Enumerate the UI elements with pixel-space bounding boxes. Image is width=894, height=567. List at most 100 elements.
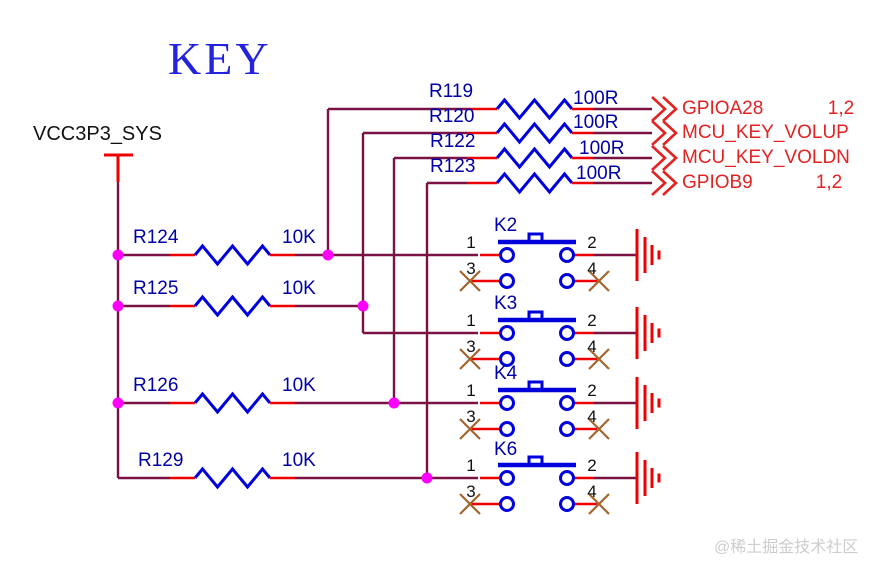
net-label: GPIOB9 [682, 172, 753, 193]
switch-k4 [459, 377, 661, 440]
resistor-ref: R120 [429, 106, 475, 127]
button-plunger [527, 310, 544, 318]
net-label: MCU_KEY_VOLDN [682, 147, 850, 168]
resistor-ref: R124 [133, 227, 179, 248]
no-connect-icon [459, 418, 481, 440]
pin-number: 3 [466, 337, 476, 356]
sheet-ref: 1,2 [815, 172, 843, 193]
resistor-value: 10K [282, 450, 316, 471]
contact [499, 496, 515, 512]
no-connect-icon [588, 348, 610, 370]
sheet-ref: 1,2 [827, 98, 855, 119]
resistor-value: 10K [282, 227, 316, 248]
resistor-value: 100R [579, 138, 625, 159]
contact [559, 325, 575, 341]
pin-number: 1 [466, 311, 476, 330]
power-symbol [104, 153, 133, 182]
page-title: KEY [168, 33, 272, 84]
pin-number: 2 [587, 381, 597, 400]
switch-ref: K2 [494, 215, 518, 236]
offsheet-connector-icon [651, 145, 678, 171]
junction-dot [322, 249, 334, 261]
pin-number: 4 [587, 259, 597, 278]
resistor-ref: R119 [429, 81, 474, 102]
resistor-ref: R126 [133, 375, 179, 396]
junction-dot [112, 397, 124, 409]
contact [559, 395, 575, 411]
contact [499, 470, 515, 486]
resistor-icon [193, 243, 272, 267]
junction-dot [112, 249, 124, 261]
resistor-value: 10K [282, 375, 316, 396]
resistor-icon [193, 391, 272, 415]
resistor-r122 [394, 145, 678, 171]
ground-icon [635, 452, 661, 504]
offsheet-connector-icon [651, 120, 678, 146]
resistor-r129 [118, 466, 427, 490]
contact [559, 247, 575, 263]
resistor-icon [495, 171, 574, 195]
offsheet-connector-icon [651, 96, 678, 122]
resistor-r119 [328, 96, 678, 122]
pin-number: 3 [466, 482, 476, 501]
junction-dot [388, 397, 400, 409]
contact [499, 273, 515, 289]
pin-number: 1 [466, 456, 476, 475]
resistor-ref: R129 [138, 450, 184, 471]
contact [499, 421, 515, 437]
resistor-r123 [427, 170, 678, 196]
pin-number: 4 [587, 337, 597, 356]
net-label: MCU_KEY_VOLUP [682, 122, 849, 143]
contact [559, 421, 575, 437]
switch-k6 [459, 452, 661, 515]
resistor-icon [193, 294, 272, 318]
button-plunger [527, 455, 544, 463]
no-connect-icon [588, 418, 610, 440]
ground-icon [635, 229, 661, 281]
resistor-ref: R122 [430, 131, 476, 152]
resistor-icon [193, 466, 272, 490]
resistor-value: 100R [573, 88, 619, 109]
net-label: GPIOA28 [682, 98, 764, 119]
switch-ref: K6 [494, 439, 518, 460]
button-plunger [527, 380, 544, 388]
resistor-ref: R125 [133, 278, 179, 299]
pin-number: 2 [587, 233, 597, 252]
pin-number: 1 [466, 233, 476, 252]
switch-ref: K3 [494, 293, 518, 314]
switch-k3 [459, 307, 661, 370]
no-connect-icon [588, 493, 610, 515]
resistor-icon [495, 97, 574, 121]
contact [499, 325, 515, 341]
pin-number: 1 [466, 381, 476, 400]
power-net-label: VCC3P3_SYS [33, 123, 162, 145]
no-connect-icon [459, 270, 481, 292]
resistor-r125 [118, 294, 363, 318]
pin-number: 2 [587, 456, 597, 475]
resistor-value: 100R [576, 163, 622, 184]
resistor-value: 100R [573, 112, 619, 133]
switch-ref: K4 [494, 363, 518, 384]
ground-icon [635, 307, 661, 359]
pin-number: 3 [466, 259, 476, 278]
no-connect-icon [459, 348, 481, 370]
pin-number: 4 [587, 407, 597, 426]
contact [499, 351, 515, 367]
contact [559, 351, 575, 367]
junction-dot [357, 300, 369, 312]
watermark: @稀土掘金技术社区 [714, 539, 859, 556]
resistor-icon [495, 146, 574, 170]
resistor-r120 [363, 120, 678, 146]
resistor-value: 10K [282, 278, 316, 299]
pin-number: 3 [466, 407, 476, 426]
resistor-r124 [118, 243, 328, 267]
resistor-ref: R123 [430, 156, 476, 177]
contact [559, 496, 575, 512]
pin-number: 4 [587, 482, 597, 501]
contact [559, 273, 575, 289]
contact [499, 395, 515, 411]
junction-dot [112, 300, 124, 312]
offsheet-connector-icon [651, 170, 678, 196]
contact [559, 470, 575, 486]
